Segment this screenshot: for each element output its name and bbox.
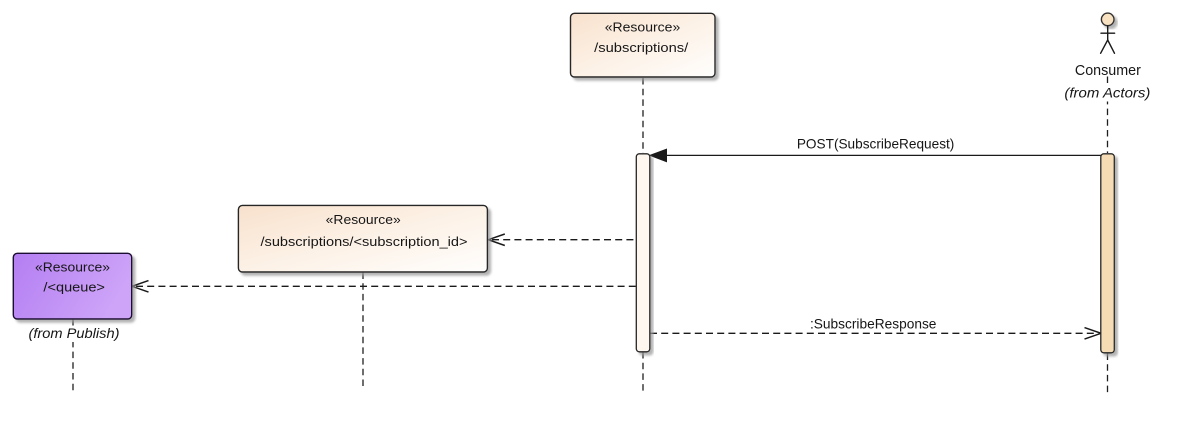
svg-text:/subscriptions/: /subscriptions/	[594, 40, 688, 55]
svg-text::SubscribeResponse: :SubscribeResponse	[810, 315, 937, 331]
svg-text:«Resource»: «Resource»	[35, 260, 110, 275]
svg-text:/<queue>: /<queue>	[43, 279, 105, 294]
svg-text:POST(SubscribeRequest): POST(SubscribeRequest)	[797, 136, 955, 152]
svg-text:«Resource»: «Resource»	[326, 212, 401, 227]
svg-text:(from Actors): (from Actors)	[1064, 84, 1150, 100]
svg-text:«Resource»: «Resource»	[605, 20, 681, 35]
svg-text:/subscriptions/<subscription_i: /subscriptions/<subscription_id>	[261, 234, 468, 249]
svg-text:Consumer: Consumer	[1075, 62, 1141, 79]
svg-text:(from Publish): (from Publish)	[29, 325, 120, 341]
